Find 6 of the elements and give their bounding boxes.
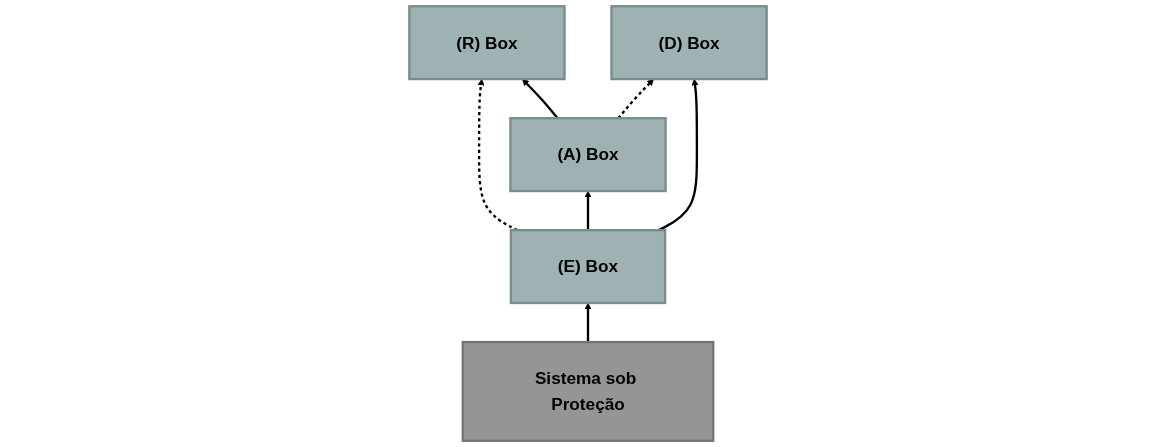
node-box: (R) Box: [408, 5, 566, 81]
arrow: [584, 302, 592, 343]
node-box: (A) Box: [509, 117, 667, 193]
node-box: (E) Box: [509, 228, 667, 305]
node-box: Sistema sob Proteção: [461, 340, 715, 442]
node-box: (D) Box: [610, 5, 768, 81]
